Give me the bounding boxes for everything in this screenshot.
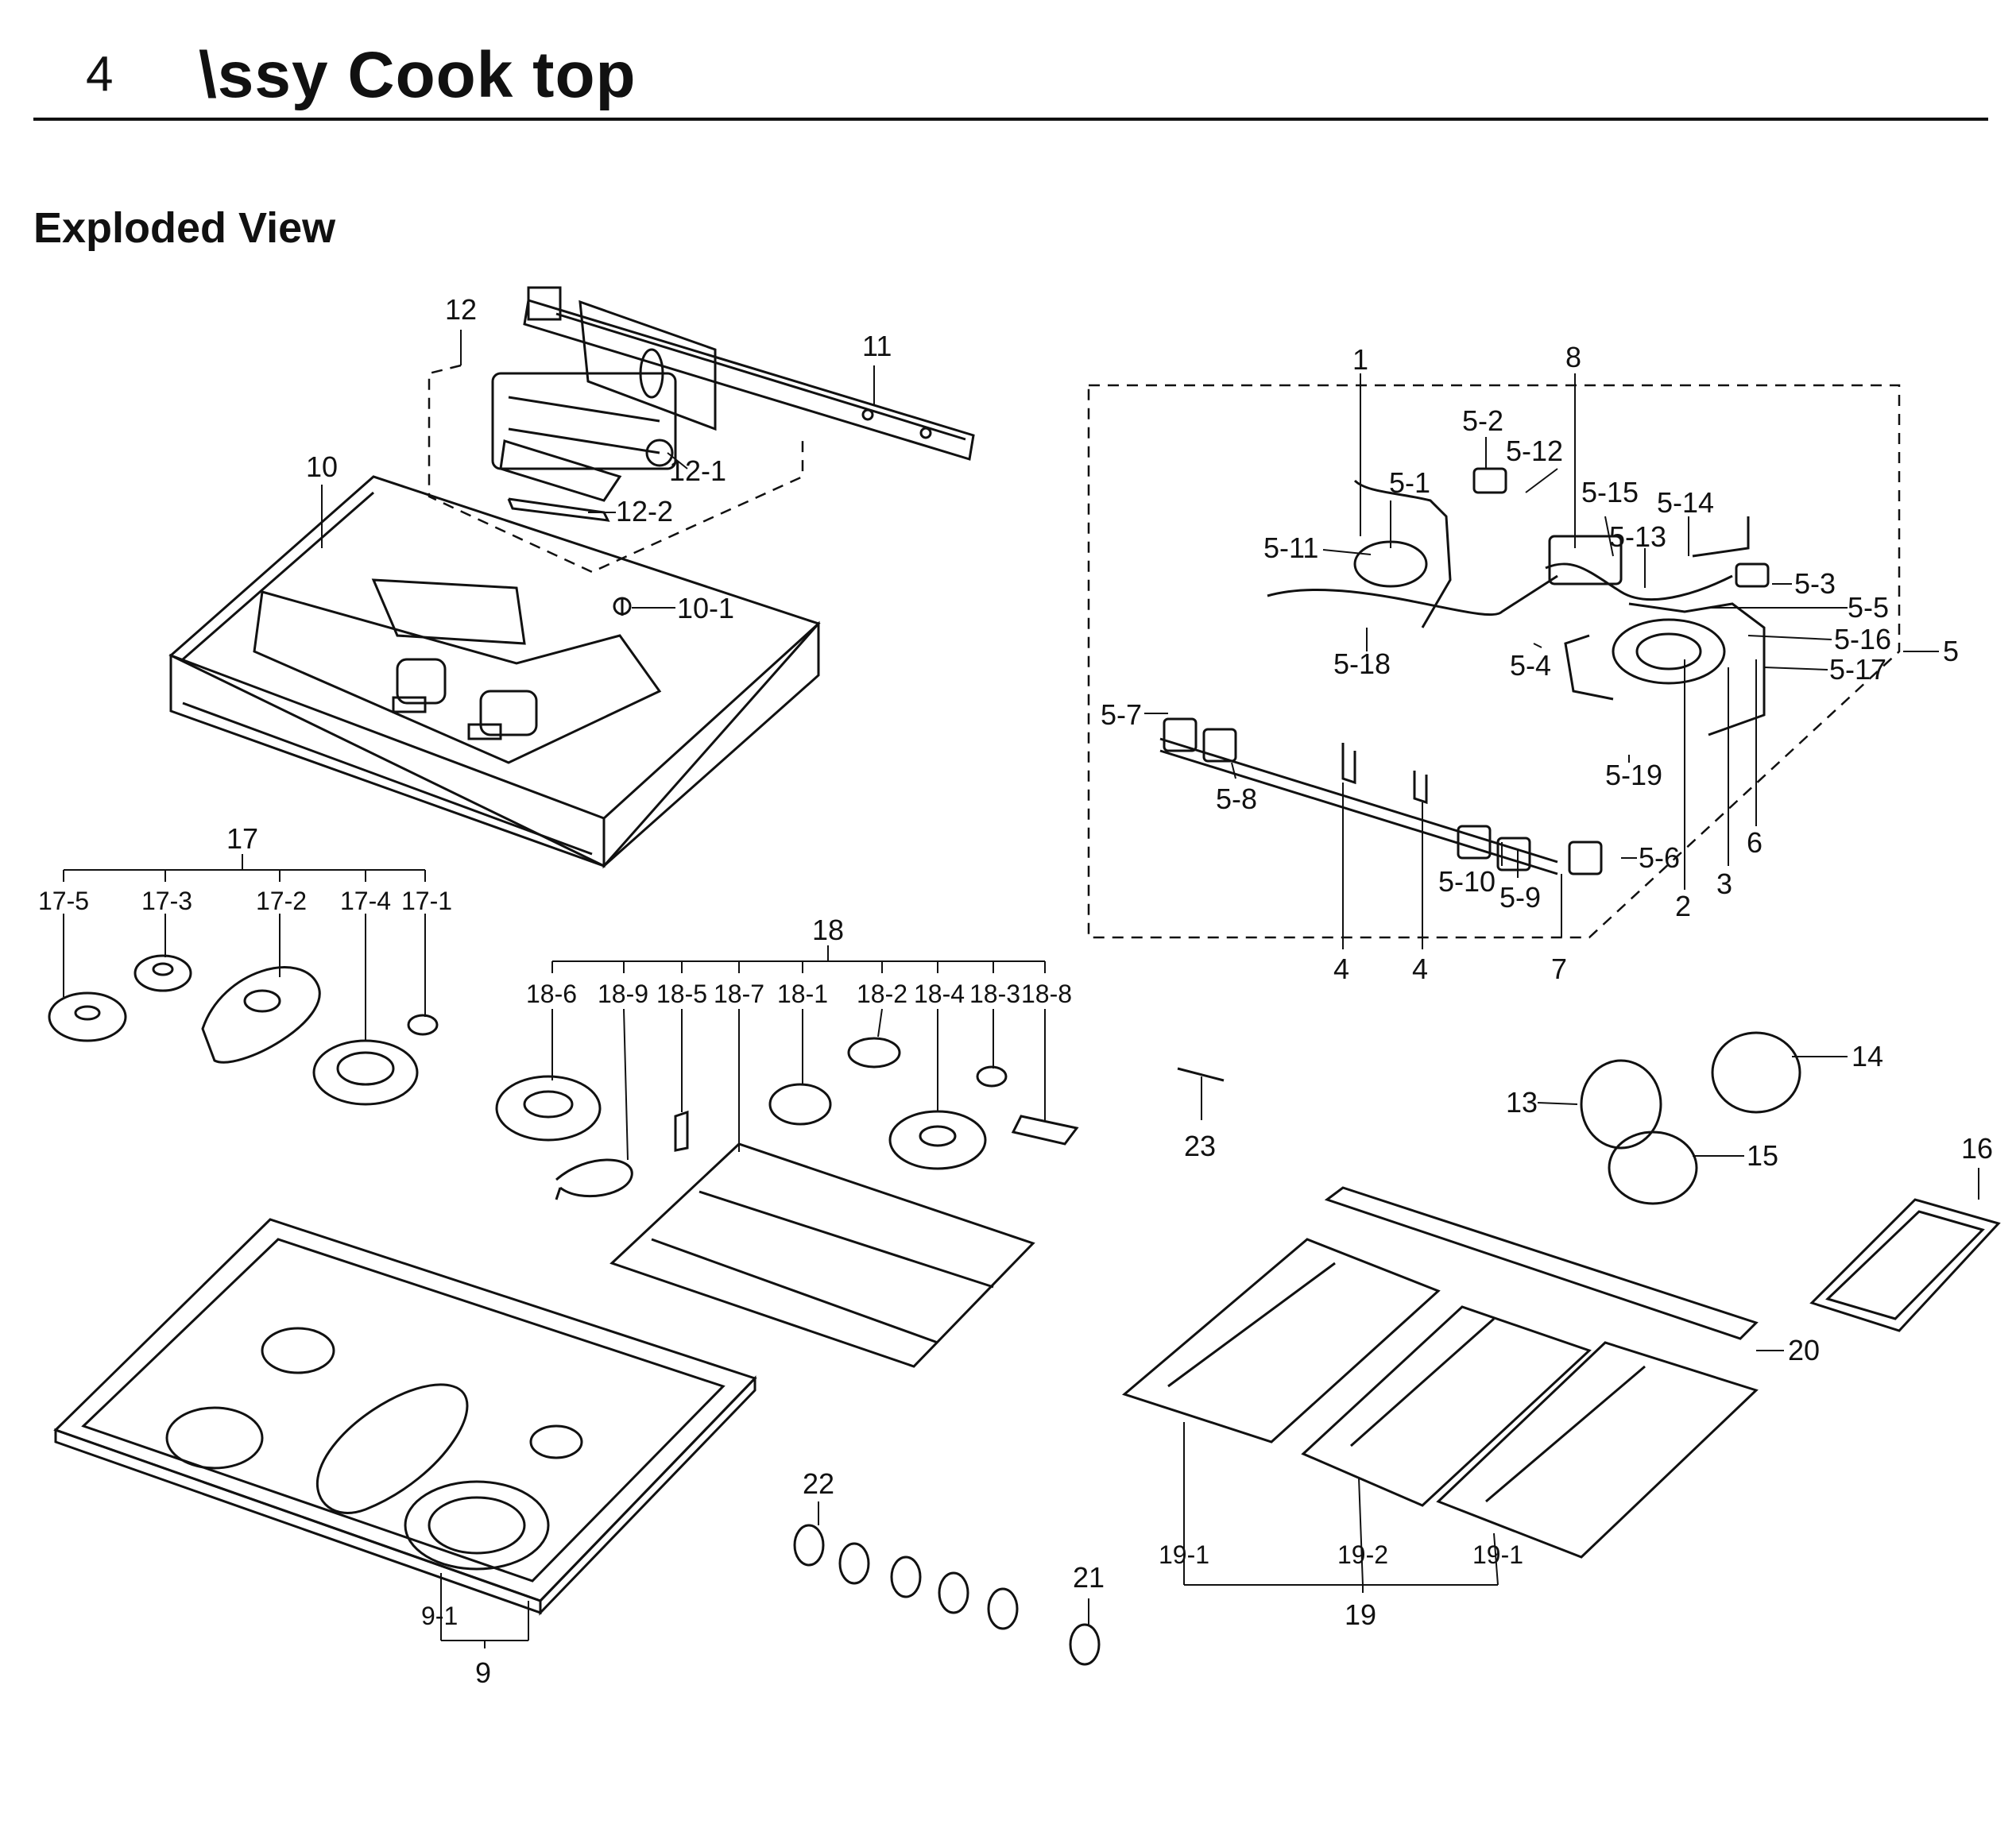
part-griddle — [1809, 1198, 2001, 1332]
callout-5-18: 5-18 — [1333, 647, 1391, 680]
callout-9-1: 9-1 — [421, 1602, 458, 1630]
callout-19-1b: 19-1 — [1472, 1540, 1523, 1569]
callout-13: 13 — [1506, 1086, 1538, 1119]
view-title: Exploded View — [33, 204, 336, 252]
part-back-rail — [523, 286, 975, 461]
part-gas-manifold — [1159, 467, 1770, 875]
callout-5-12: 5-12 — [1506, 435, 1563, 467]
callout-9: 9 — [475, 1656, 491, 1689]
callout-18-1: 18-1 — [777, 980, 828, 1008]
part-small-fitting — [613, 597, 632, 616]
callout-22: 22 — [803, 1467, 834, 1500]
callout-18-2: 18-2 — [857, 980, 907, 1008]
callout-18-9: 18-9 — [598, 980, 648, 1008]
header-rule — [33, 118, 1988, 121]
callout-12-2: 12-2 — [616, 495, 673, 528]
callout-5-6: 5-6 — [1639, 841, 1680, 874]
callout-5-16: 5-16 — [1834, 623, 1891, 655]
callout-10: 10 — [306, 450, 338, 483]
part-knobs — [793, 1524, 1101, 1666]
callout-17: 17 — [226, 822, 258, 855]
callout-19-2: 19-2 — [1337, 1540, 1388, 1569]
dashed-group-5 — [1087, 384, 1901, 939]
callout-5-11: 5-11 — [1263, 531, 1318, 564]
callout-18-3: 18-3 — [969, 980, 1020, 1008]
callout-18-8: 18-8 — [1021, 980, 1072, 1008]
dashed-group-12 — [428, 364, 804, 574]
section-title: \ssy Cook top — [199, 39, 637, 111]
callout-17-2: 17-2 — [256, 887, 307, 915]
callout-5-7: 5-7 — [1101, 698, 1142, 731]
callout-15: 15 — [1747, 1139, 1778, 1172]
callout-5-2: 5-2 — [1462, 404, 1503, 437]
part-cooktop — [53, 1218, 757, 1616]
callout-11: 11 — [862, 330, 892, 362]
callout-8: 8 — [1565, 341, 1581, 373]
callout-3: 3 — [1716, 868, 1732, 900]
callout-17-5: 17-5 — [38, 887, 89, 915]
section-header: 4 \ssy Cook top — [0, 0, 2016, 127]
callout-5-17: 5-17 — [1829, 653, 1886, 686]
callout-2: 2 — [1675, 890, 1691, 922]
callout-1: 1 — [1352, 343, 1368, 376]
callout-12-1: 12-1 — [669, 454, 726, 487]
callout-17-4: 17-4 — [340, 887, 391, 915]
callout-5-3: 5-3 — [1794, 567, 1836, 600]
callout-5-9: 5-9 — [1499, 881, 1541, 914]
callout-18-5: 18-5 — [656, 980, 707, 1008]
callout-19-1a: 19-1 — [1159, 1540, 1209, 1569]
callout-17-1: 17-1 — [401, 887, 452, 915]
callout-5-15: 5-15 — [1581, 476, 1639, 508]
part-grates — [1121, 1238, 1759, 1559]
part-control-module — [491, 300, 717, 522]
callout-labels: 12 11 12-1 12-2 10 10-1 1 8 5-2 5-12 5-1… — [38, 293, 1993, 1689]
callout-10-1: 10-1 — [677, 592, 734, 624]
callout-5-8: 5-8 — [1216, 783, 1257, 815]
callout-5-1: 5-1 — [1389, 466, 1430, 499]
section-number: 4 — [86, 47, 114, 102]
part-burner-caps — [48, 954, 439, 1106]
part-burner-box — [168, 475, 821, 869]
callout-5-14: 5-14 — [1657, 486, 1714, 519]
part-burner-heads — [495, 1037, 1079, 1200]
part-wire-harnesses — [1580, 1031, 1801, 1205]
callout-17-3: 17-3 — [141, 887, 192, 915]
callout-5-4: 5-4 — [1510, 649, 1551, 682]
callout-18-6: 18-6 — [526, 980, 577, 1008]
part-rod — [1177, 1067, 1225, 1082]
leader-lines — [63, 330, 1979, 1648]
callout-5-13: 5-13 — [1609, 520, 1666, 553]
part-wire-rack — [609, 1142, 1035, 1368]
callout-6: 6 — [1747, 826, 1763, 859]
callout-5-19: 5-19 — [1605, 759, 1662, 791]
callout-5-5: 5-5 — [1848, 591, 1889, 624]
callout-18: 18 — [812, 914, 844, 946]
callout-12: 12 — [445, 293, 477, 326]
callout-19: 19 — [1345, 1598, 1376, 1631]
callout-5: 5 — [1943, 635, 1959, 667]
callout-16: 16 — [1961, 1132, 1993, 1165]
callout-14: 14 — [1852, 1040, 1883, 1072]
callout-5-10: 5-10 — [1438, 865, 1496, 898]
callout-7: 7 — [1551, 953, 1567, 985]
callout-18-7: 18-7 — [714, 980, 764, 1008]
callout-20: 20 — [1788, 1334, 1820, 1366]
callout-21: 21 — [1073, 1561, 1105, 1594]
callout-23: 23 — [1184, 1130, 1216, 1162]
callout-18-4: 18-4 — [914, 980, 965, 1008]
callout-4a: 4 — [1333, 953, 1349, 985]
part-vent-trim — [1324, 1186, 1759, 1340]
callout-4b: 4 — [1412, 953, 1428, 985]
